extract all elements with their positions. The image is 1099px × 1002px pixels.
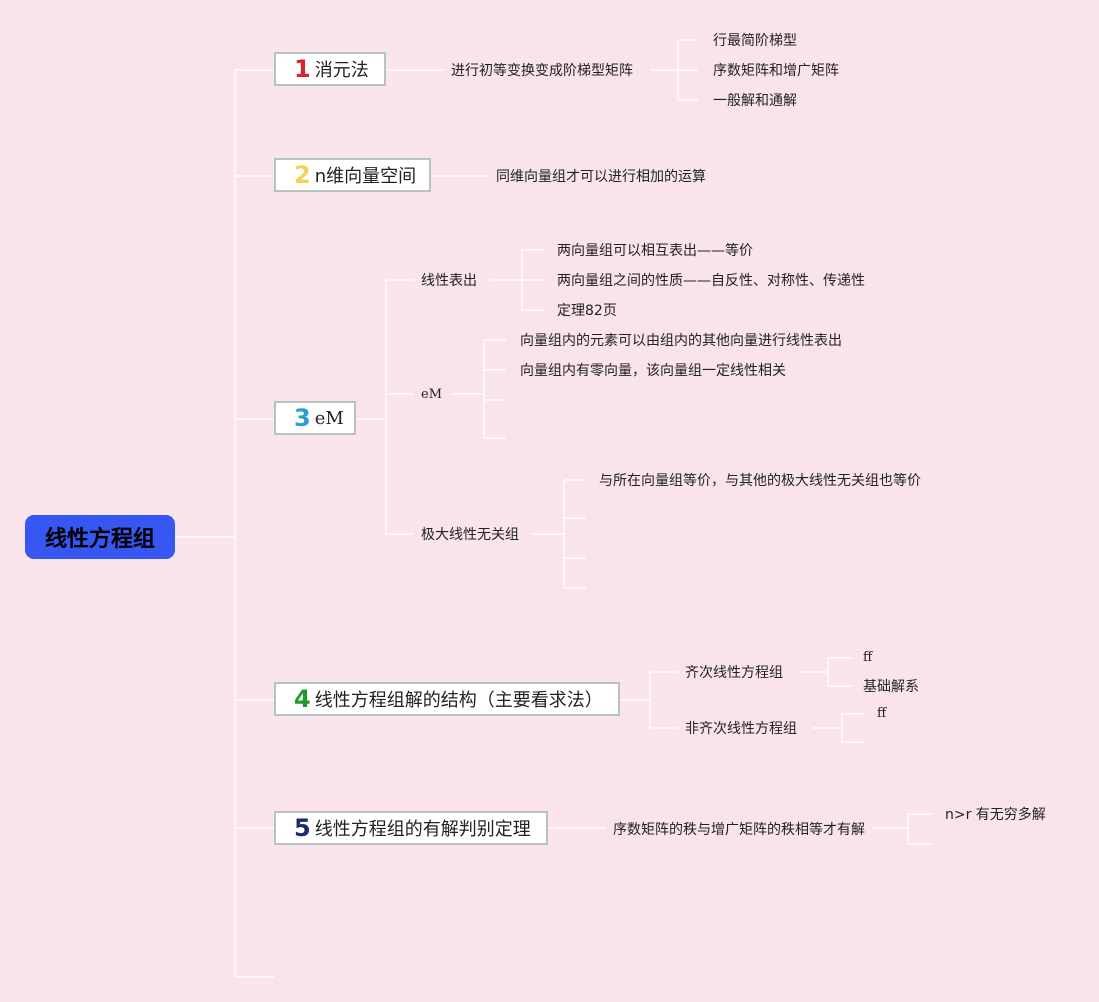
- leaf-3-2-2[interactable]: 向量组内有零向量，该向量组一定线性相关: [520, 363, 786, 379]
- topic-3[interactable]: 3 eM: [274, 401, 356, 435]
- topic-2[interactable]: 2 n维向量空间: [274, 158, 431, 192]
- root-topic[interactable]: 线性方程组: [25, 515, 175, 559]
- root-topic-label: 线性方程组: [44, 527, 155, 552]
- topic-5-label: 线性方程组的有解判别定理: [314, 819, 531, 840]
- leaf-4-1-1[interactable]: ff: [863, 650, 873, 665]
- subtopic-linear-representation[interactable]: 线性表出: [421, 273, 477, 289]
- topic-4-label: 线性方程组解的结构（主要看求法）: [314, 690, 603, 711]
- topic-1[interactable]: 1 消元法: [274, 52, 386, 86]
- topic-3-label: eM: [314, 407, 344, 429]
- topic-1-label: 消元法: [314, 60, 369, 81]
- leaf-1-2[interactable]: 序数矩阵和增广矩阵: [713, 63, 839, 79]
- subtopic-nonhomogeneous[interactable]: 非齐次线性方程组: [685, 721, 797, 737]
- number-badge-3: 3: [294, 404, 311, 432]
- leaf-1-1[interactable]: 行最简阶梯型: [713, 33, 797, 49]
- leaf-5-1[interactable]: n>r 有无穷多解: [945, 807, 1046, 823]
- leaf-3-3-1[interactable]: 与所在向量组等价，与其他的极大线性无关组也等价: [599, 473, 921, 489]
- leaf-3-1-3[interactable]: 定理82页: [557, 303, 617, 319]
- leaf-3-1-2[interactable]: 两向量组之间的性质——自反性、对称性、传递性: [557, 273, 865, 289]
- node-same-dimension[interactable]: 同维向量组才可以进行相加的运算: [496, 169, 706, 185]
- subtopic-homogeneous[interactable]: 齐次线性方程组: [685, 665, 783, 681]
- subtopic-maximal-independent-set[interactable]: 极大线性无关组: [421, 527, 519, 543]
- topic-4[interactable]: 4 线性方程组解的结构（主要看求法）: [274, 682, 620, 716]
- leaf-3-2-1[interactable]: 向量组内的元素可以由组内的其他向量进行线性表出: [520, 333, 842, 349]
- subtopic-em[interactable]: eM: [421, 387, 443, 402]
- node-elimination-transform[interactable]: 进行初等变换变成阶梯型矩阵: [451, 63, 633, 79]
- node-rank-condition[interactable]: 序数矩阵的秩与增广矩阵的秩相等才有解: [613, 822, 865, 838]
- number-badge-1: 1: [294, 55, 311, 83]
- leaf-4-2-1[interactable]: ff: [877, 706, 887, 721]
- topic-5[interactable]: 5 线性方程组的有解判别定理: [274, 811, 548, 845]
- number-badge-2: 2: [294, 161, 311, 189]
- number-badge-5: 5: [294, 814, 311, 842]
- leaf-3-1-1[interactable]: 两向量组可以相互表出——等价: [557, 243, 753, 259]
- leaf-1-3[interactable]: 一般解和通解: [713, 93, 797, 109]
- number-badge-4: 4: [294, 685, 311, 713]
- topic-2-label: n维向量空间: [314, 166, 417, 187]
- leaf-4-1-2[interactable]: 基础解系: [863, 679, 919, 695]
